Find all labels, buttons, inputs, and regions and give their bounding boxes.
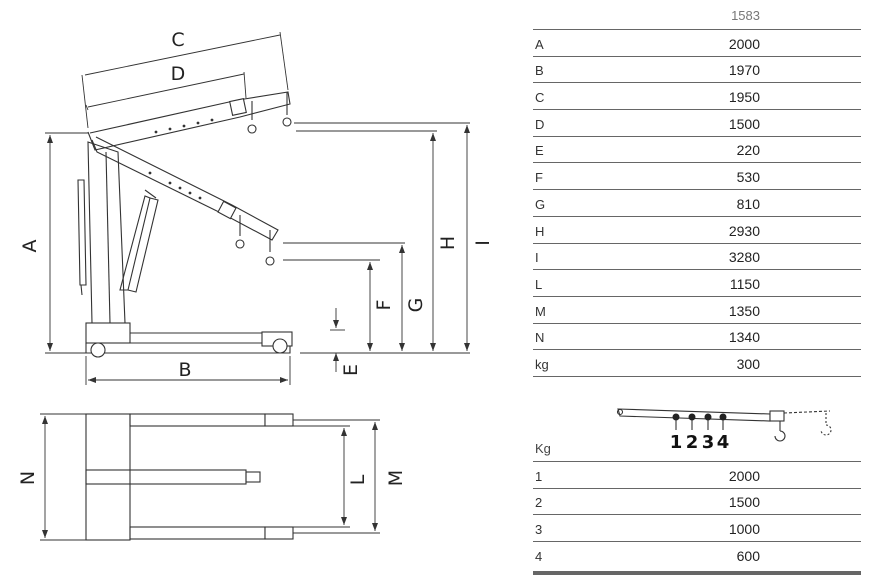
label-a: A — [19, 240, 41, 253]
base-side-view — [85, 322, 293, 358]
base-top-view — [85, 413, 294, 541]
label-n: N — [17, 471, 39, 485]
mast — [87, 141, 126, 324]
label-f: F — [373, 300, 395, 311]
label-h: H — [437, 236, 459, 250]
table-bottom-rule — [533, 571, 861, 575]
model-number: 1583 — [731, 8, 760, 23]
capacity-position-2: 2 — [686, 432, 699, 453]
boom-raised — [87, 91, 292, 151]
boom-capacity-icon — [616, 408, 832, 442]
dimension-lines-top — [40, 413, 380, 541]
label-m: M — [385, 470, 407, 486]
capacity-position-3: 3 — [702, 432, 715, 453]
label-e: E — [340, 364, 362, 376]
label-g: G — [405, 298, 427, 313]
capacity-table-header: Kg — [533, 432, 861, 462]
capacity-position-4: 4 — [717, 432, 730, 453]
boom-lowered — [91, 136, 279, 266]
label-l: L — [347, 474, 369, 485]
label-d: D — [171, 63, 186, 85]
label-c: C — [171, 29, 184, 51]
dimension-lines-side — [45, 31, 470, 385]
capacity-position-1: 1 — [670, 432, 683, 453]
dimension-arrows — [47, 125, 470, 383]
label-i: I — [472, 240, 494, 246]
dimensions-table-header: 1583 — [533, 4, 861, 30]
capacity-unit: Kg — [535, 441, 551, 456]
label-b: B — [178, 359, 191, 381]
hydraulic-cylinder — [77, 179, 159, 296]
